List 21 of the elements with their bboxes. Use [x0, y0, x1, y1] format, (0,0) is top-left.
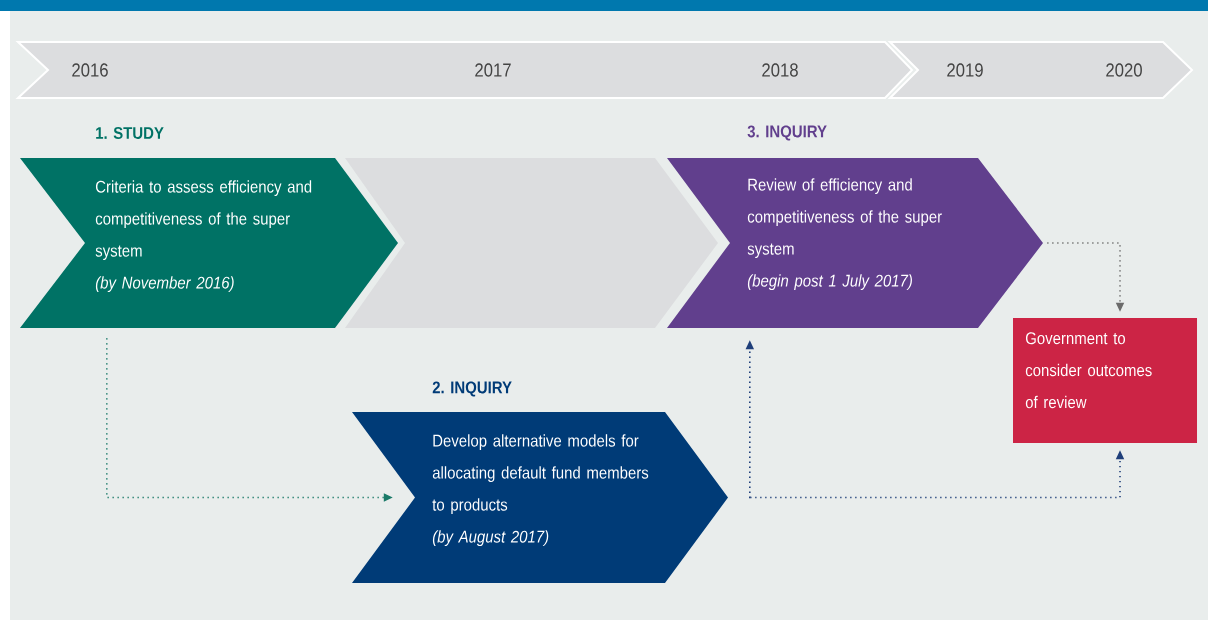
year-label: 2016 — [72, 63, 108, 77]
description: Criteria to assess efficiency and competitiveness of the super system — [95, 180, 312, 261]
year-label: 2018 — [762, 63, 798, 77]
stage-heading: 1. STUDY — [96, 127, 164, 140]
description: Review of efficiency and competitiveness of the super system — [747, 178, 942, 259]
stage-panel — [352, 381, 728, 583]
stage-panel — [345, 158, 718, 328]
year-label: 2017 — [475, 63, 511, 77]
deadline: (by August 2017) — [432, 530, 549, 547]
deadline: (begin post 1 July 2017) — [747, 274, 912, 291]
deadline: (by November 2016) — [95, 276, 234, 293]
timeline-band — [15, 41, 914, 99]
outcome-box: Government to consider outcomes of review — [1013, 318, 1197, 443]
stage-panel — [667, 125, 1043, 328]
year-label: 2019 — [947, 63, 983, 77]
stage-heading: 2. INQUIRY — [432, 381, 512, 397]
description: Develop alternative models for allocating default fund members to products — [432, 434, 649, 515]
stage-heading: 3. INQUIRY — [747, 125, 827, 141]
year-label: 2020 — [1106, 63, 1142, 77]
stage-panel — [20, 127, 398, 328]
timeline-band — [887, 41, 1194, 99]
